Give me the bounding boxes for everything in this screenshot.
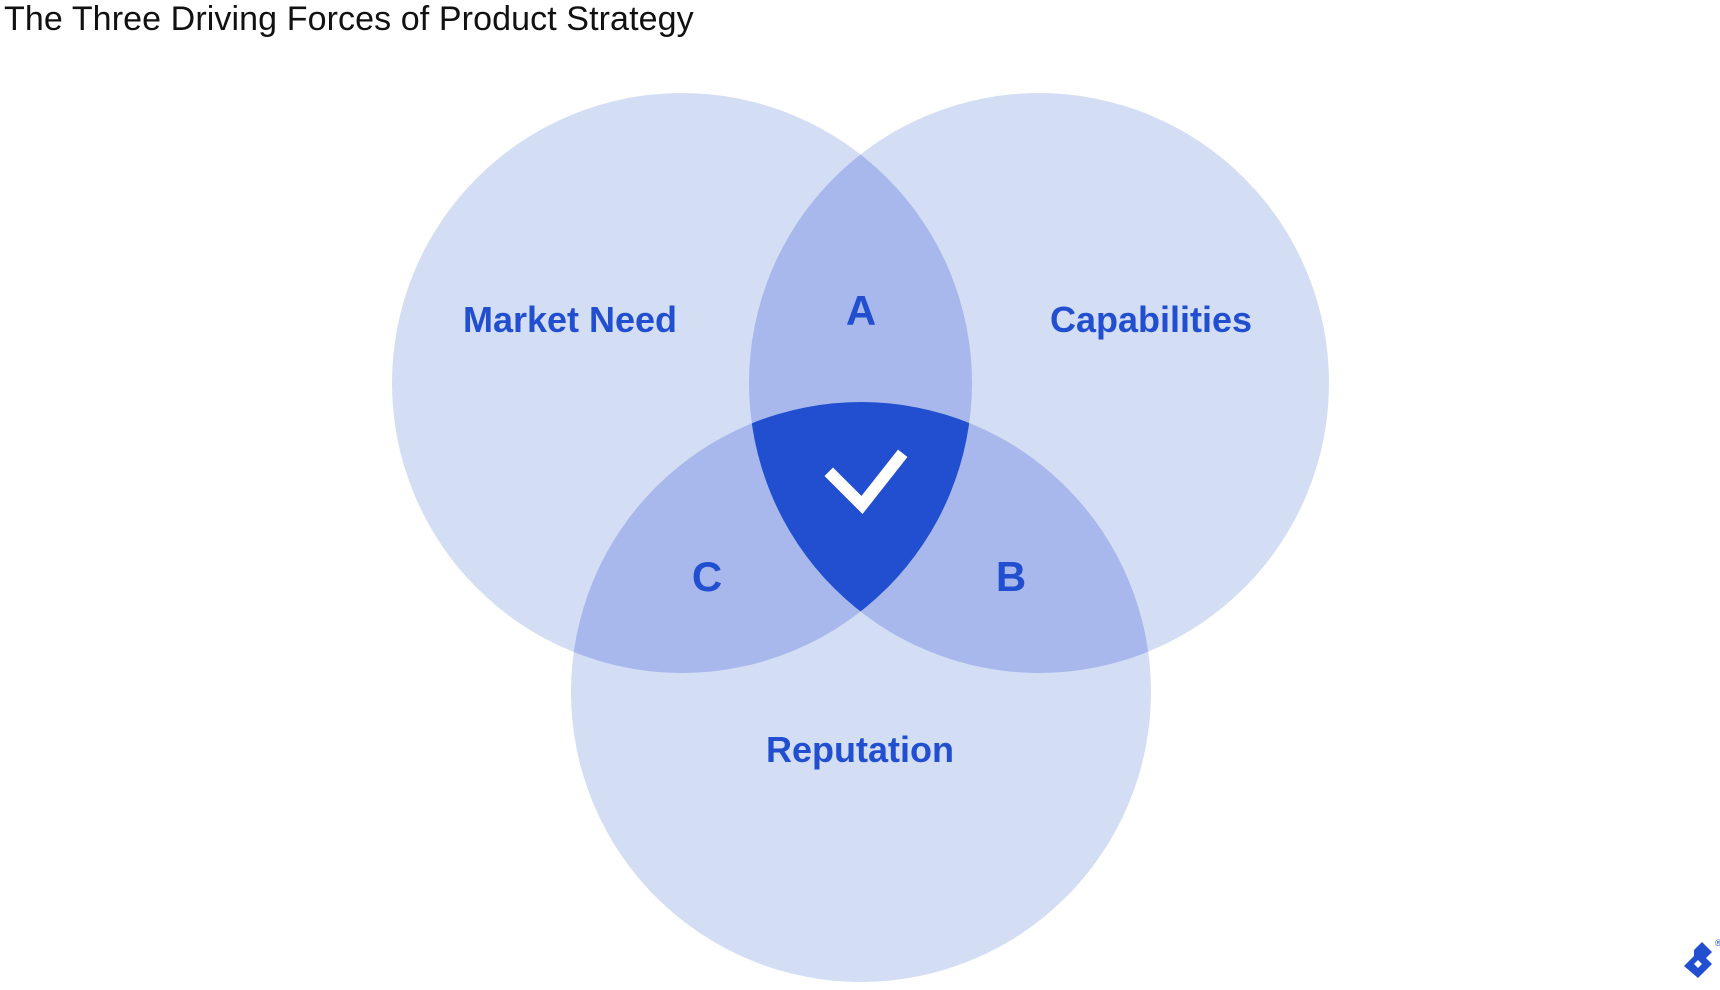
checkmark-icon [824,449,908,515]
toptal-logo-icon: ® [1684,938,1720,978]
label-overlap-b: B [996,553,1026,600]
overlap-b-region [749,402,1151,673]
label-overlap-a: A [846,287,876,334]
registered-mark: ® [1715,938,1720,948]
overlap-c-region [571,402,972,673]
label-reputation: Reputation [766,729,954,770]
label-capabilities: Capabilities [1050,299,1252,340]
page-title: The Three Driving Forces of Product Stra… [4,0,694,38]
label-overlap-c: C [692,553,722,600]
label-market-need: Market Need [463,299,677,340]
